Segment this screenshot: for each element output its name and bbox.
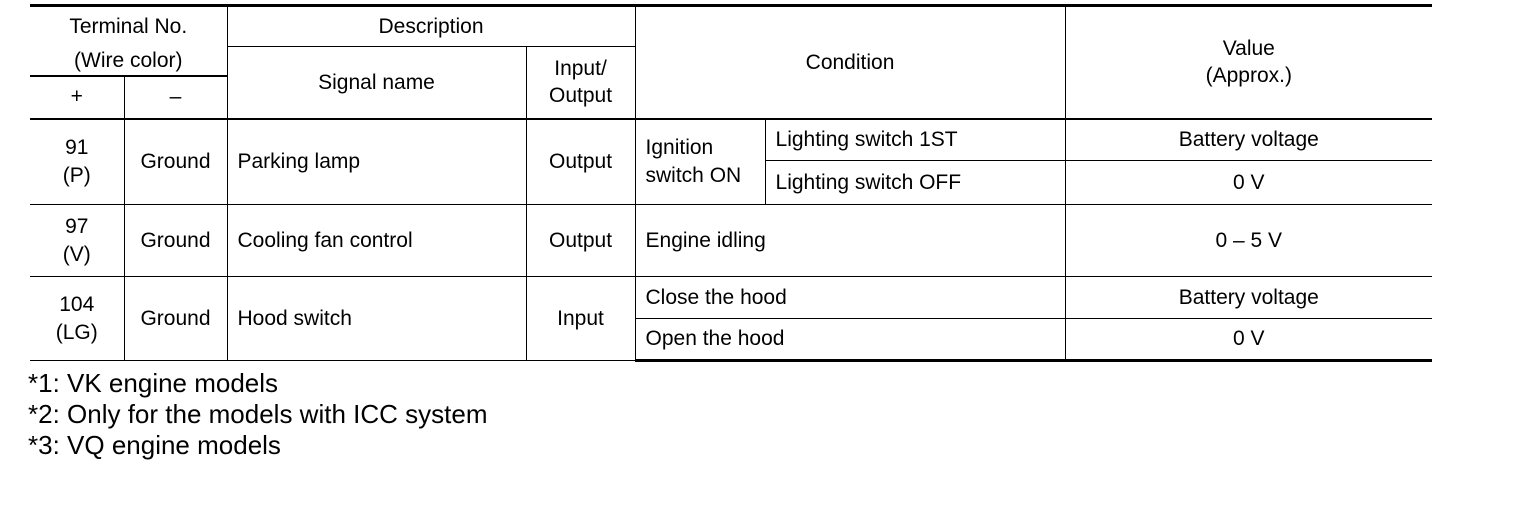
wire-color-header: (Wire color) <box>30 46 228 77</box>
terminal-spec-table: Terminal No. Description Condition Value… <box>30 4 1433 362</box>
value-text: 0 V <box>1233 327 1265 351</box>
header-row: + – <box>30 75 1432 120</box>
header-row: Terminal No. Description Condition Value… <box>30 4 1433 120</box>
plus-header: + <box>30 75 125 120</box>
minus-label: – <box>169 85 182 109</box>
footnote: *1: VK engine models <box>28 368 279 398</box>
wire-color: (V) <box>62 242 91 266</box>
value-header: Value (Approx.) <box>1064 4 1433 120</box>
value-cell: 0 V <box>1064 318 1433 362</box>
signal-name-text: Parking lamp <box>237 150 361 174</box>
condition-main-text-2: switch ON <box>645 163 742 187</box>
terminal-cell: 91 (P) <box>30 118 125 205</box>
value-cell: Battery voltage <box>1064 276 1433 319</box>
header-row: (Wire color) Signal name Input/ Output <box>30 46 1432 120</box>
ground-text: Ground <box>140 150 211 174</box>
signal-name-text: Hood switch <box>237 306 352 330</box>
condition-sub-cell: Lighting switch 1ST <box>764 118 1066 161</box>
signal-name-cell: Cooling fan control <box>226 204 527 277</box>
footnotes: *1: VK engine models *2: Only for the mo… <box>28 368 487 461</box>
condition-sub-text: Lighting switch OFF <box>775 170 962 194</box>
input-output-label-2: Output <box>548 84 613 108</box>
condition-main-text: Ignition <box>645 136 714 160</box>
condition-main-cell: Ignition switch ON <box>634 118 766 205</box>
terminal-no-header: Terminal No. <box>30 4 228 47</box>
terminal-number: 104 <box>59 293 95 317</box>
signal-name-cell: Parking lamp <box>226 118 527 205</box>
condition-text: Open the hood <box>645 327 785 351</box>
condition-label: Condition <box>805 50 895 74</box>
value-cell: 0 V <box>1064 160 1433 205</box>
condition-cell: Close the hood <box>634 276 1066 319</box>
value-approx-label: (Approx.) <box>1205 64 1292 88</box>
condition-cell: Engine idling <box>634 204 1066 277</box>
value-cell: 0 – 5 V <box>1064 204 1433 277</box>
condition-text: Engine idling <box>645 228 766 252</box>
wire-color-label: (Wire color) <box>74 48 183 72</box>
io-text: Output <box>548 228 613 252</box>
condition-sub-cell: Lighting switch OFF <box>765 160 1066 205</box>
ground-text: Ground <box>140 306 211 330</box>
ground-cell: Ground <box>123 276 228 361</box>
table-row: 97 (V) Ground Cooling fan control Output… <box>30 204 1433 277</box>
condition-text: Close the hood <box>645 285 787 309</box>
io-cell: Output <box>525 118 636 205</box>
signal-name-cell: Hood switch <box>226 276 527 361</box>
value-text: Battery voltage <box>1178 128 1319 152</box>
io-text: Output <box>548 150 613 174</box>
table-row: Open the hood 0 V <box>30 318 1433 362</box>
plus-label: + <box>70 85 83 109</box>
signal-name-text: Cooling fan control <box>237 228 413 252</box>
minus-header: – <box>123 75 227 120</box>
io-cell: Input <box>525 276 636 361</box>
wire-color: (LG) <box>55 320 98 344</box>
terminal-no-label: Terminal No. <box>69 15 188 39</box>
signal-name-header: Signal name <box>226 46 527 120</box>
terminal-number: 97 <box>65 215 89 239</box>
table-row: Lighting switch OFF 0 V <box>30 160 1433 205</box>
value-text: Battery voltage <box>1178 285 1319 309</box>
input-output-header: Input/ Output <box>525 46 636 120</box>
wire-color: (P) <box>62 163 91 187</box>
io-text: Input <box>557 306 604 330</box>
ground-text: Ground <box>140 228 211 252</box>
input-output-label: Input/ <box>554 56 607 80</box>
condition-sub-text: Lighting switch 1ST <box>775 128 958 152</box>
io-cell: Output <box>525 204 636 277</box>
table-row: 104 (LG) Ground Hood switch Input Close … <box>30 276 1433 361</box>
description-header: Description <box>226 4 636 47</box>
value-cell: Battery voltage <box>1064 118 1433 161</box>
value-label: Value <box>1222 36 1275 60</box>
description-label: Description <box>378 14 484 38</box>
footnote: *3: VQ engine models <box>28 430 281 460</box>
signal-name-label: Signal name <box>318 70 435 94</box>
value-text: 0 – 5 V <box>1215 228 1283 252</box>
table-row: 91 (P) Ground Parking lamp Output Igniti… <box>30 118 1433 205</box>
terminal-cell: 97 (V) <box>30 204 125 277</box>
ground-cell: Ground <box>123 204 228 277</box>
terminal-cell: 104 (LG) <box>30 276 125 361</box>
ground-cell: Ground <box>123 118 228 205</box>
condition-cell: Open the hood <box>635 318 1066 362</box>
value-text: 0 V <box>1233 170 1265 194</box>
terminal-number: 91 <box>65 136 89 160</box>
footnote: *2: Only for the models with ICC system <box>28 399 488 429</box>
condition-header: Condition <box>634 4 1066 120</box>
